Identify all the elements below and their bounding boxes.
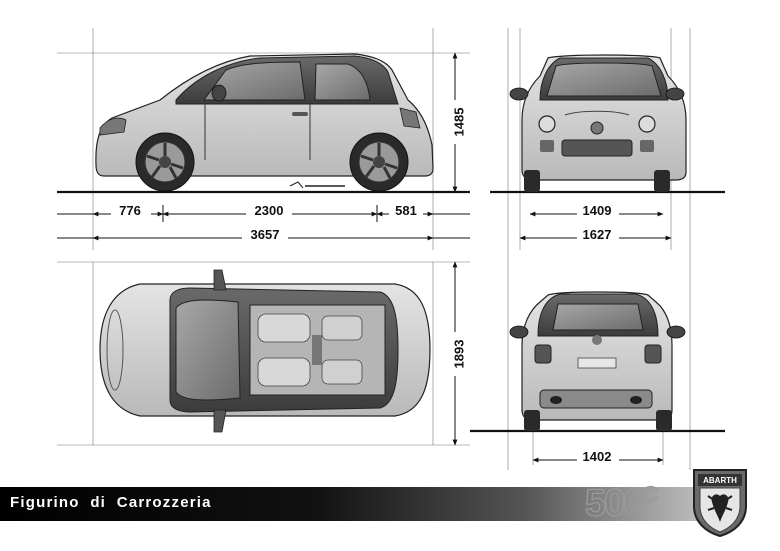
model-number: 500 <box>584 482 645 525</box>
side-view <box>95 53 434 192</box>
reference-lines <box>57 28 691 470</box>
dim-width: 1627 <box>583 227 612 242</box>
rear-wheel <box>349 132 409 192</box>
dim-front-track: 1409 <box>583 203 612 218</box>
dimension-labels: 776 2300 581 3657 1409 1627 1402 1485 18… <box>111 100 619 465</box>
dim-rear-track: 1402 <box>583 449 612 464</box>
dim-front-overhang: 776 <box>119 203 141 218</box>
abarth-badge-icon: ABARTH <box>693 469 747 538</box>
badge-text: ABARTH <box>703 476 737 485</box>
footer-title: Figurino di Carrozzeria <box>10 494 212 511</box>
top-view <box>99 269 431 433</box>
dim-length: 3657 <box>251 227 280 242</box>
front-view <box>509 54 687 192</box>
dim-height: 1485 <box>451 108 466 137</box>
model-suffix: C <box>642 481 659 507</box>
dim-wheelbase: 2300 <box>255 203 284 218</box>
footer-bar <box>0 487 700 521</box>
model-logo: 500C <box>584 481 659 526</box>
rear-view <box>509 291 686 431</box>
front-wheel <box>135 132 195 192</box>
dim-rear-overhang: 581 <box>395 203 417 218</box>
dim-width-mirrors: 1893 <box>451 340 466 369</box>
